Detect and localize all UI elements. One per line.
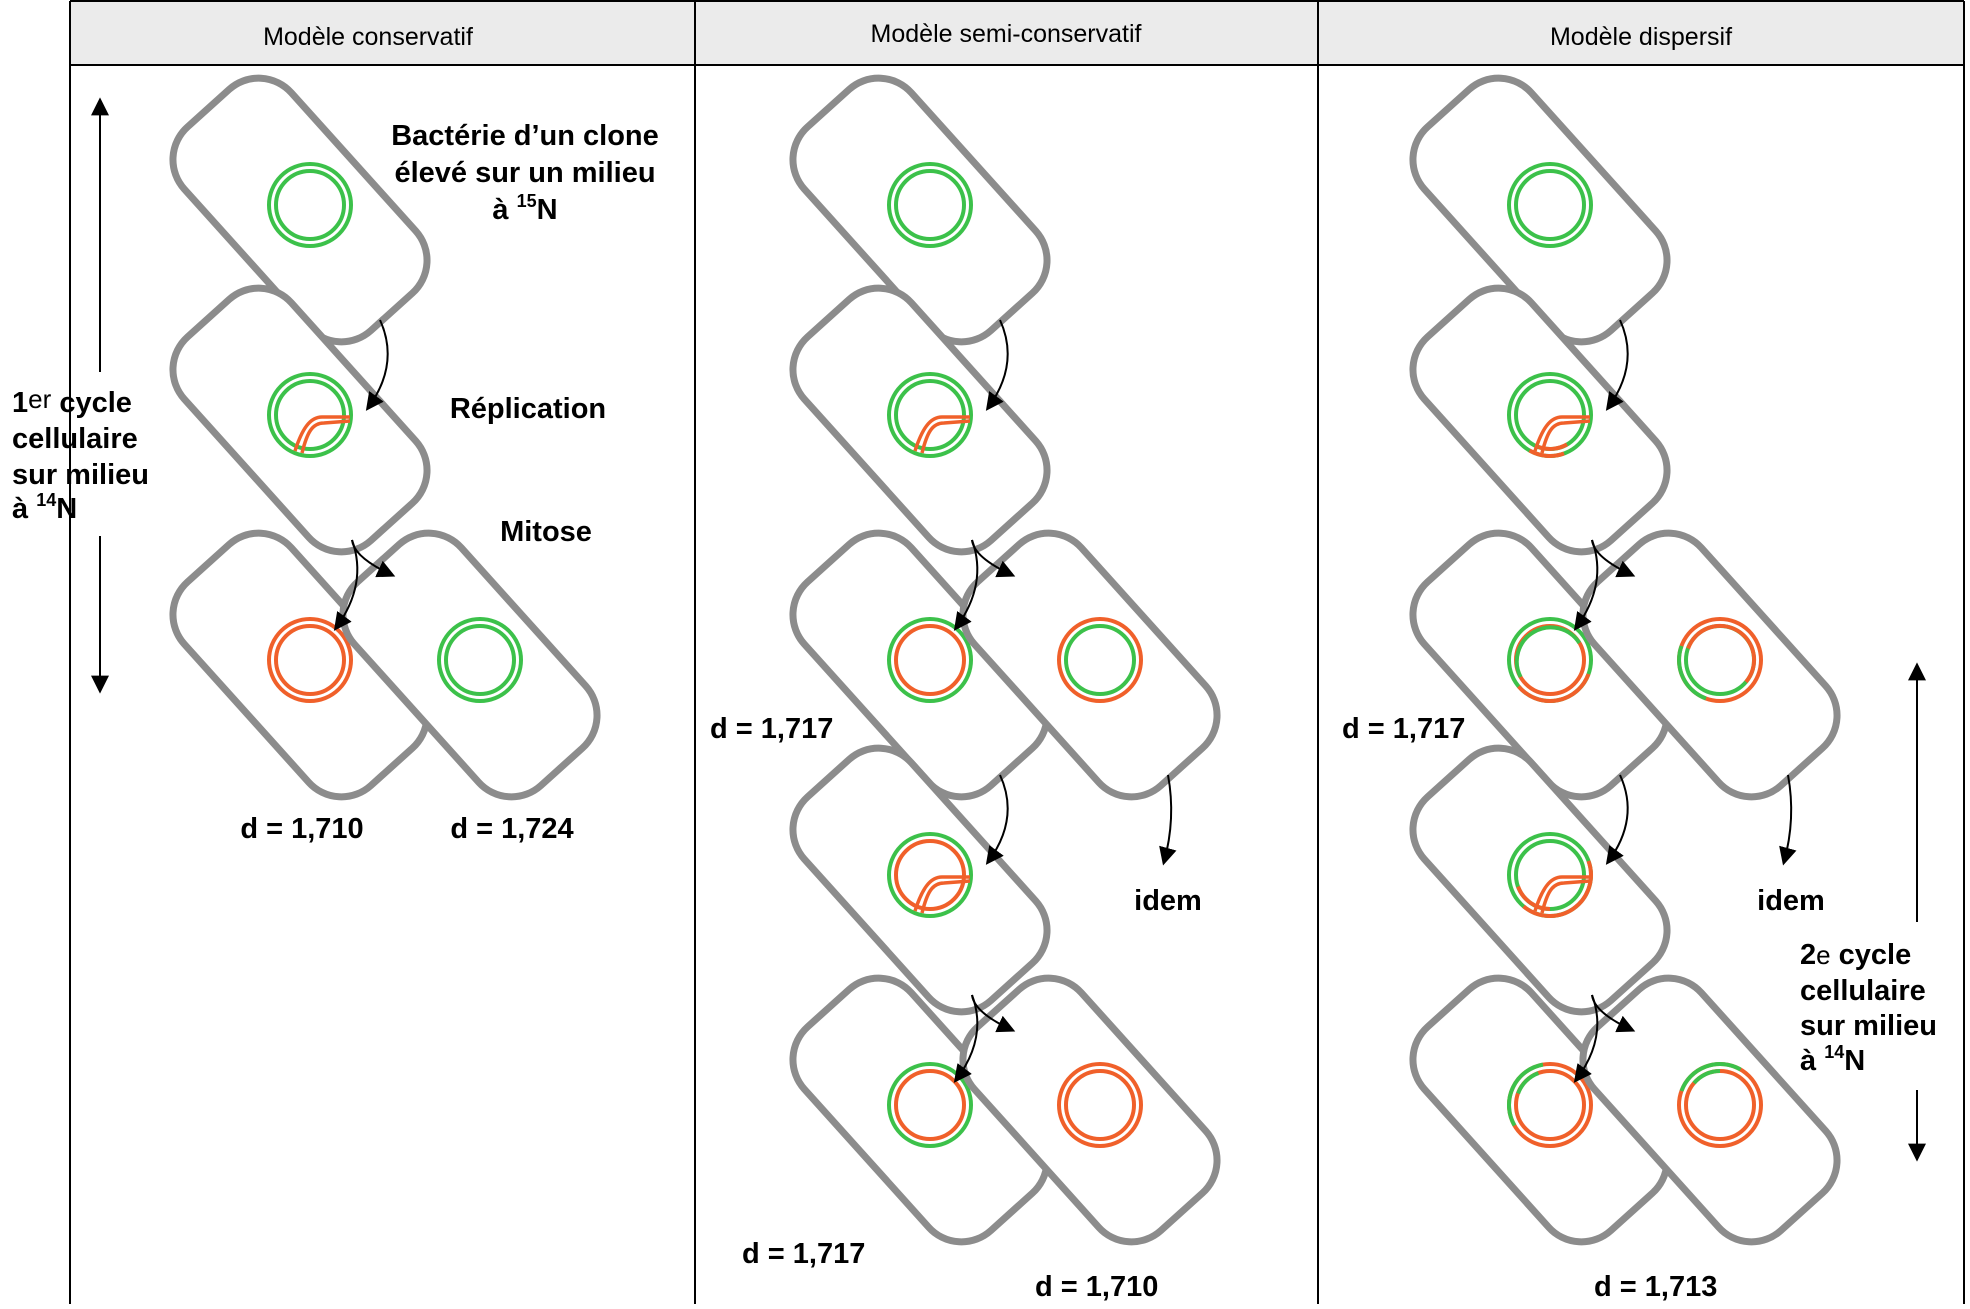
cycle2-line2: cellulaire bbox=[1800, 975, 1926, 1007]
arrow-semi-6 bbox=[971, 994, 1016, 1033]
dna-ring bbox=[887, 617, 973, 703]
arrow-semi-1 bbox=[985, 319, 1009, 411]
cell-outline bbox=[1409, 74, 1671, 346]
bacterium-semi-parent bbox=[789, 74, 1051, 346]
idem-dispersive: idem bbox=[1757, 885, 1825, 917]
dna-ring bbox=[887, 832, 973, 918]
arrow-dispersive-6 bbox=[1591, 994, 1636, 1033]
cycle1-line2: cellulaire bbox=[12, 423, 138, 455]
arrow-semi-4 bbox=[985, 774, 1009, 865]
dna-ring bbox=[887, 162, 973, 248]
clone-title-line3: à 15N bbox=[492, 191, 557, 226]
bacterium-semi-gen2-right bbox=[959, 974, 1221, 1246]
density-dispersive-gen2: d = 1,713 bbox=[1594, 1271, 1717, 1303]
arrow-conservative-1 bbox=[365, 319, 389, 411]
arrow-semi-3 bbox=[971, 539, 1016, 578]
cell-outline bbox=[959, 974, 1221, 1246]
density-dispersive-gen1: d = 1,717 bbox=[1342, 713, 1465, 745]
dna-ring bbox=[267, 617, 353, 703]
dna-ring bbox=[1507, 1062, 1593, 1148]
replication-bubble bbox=[1533, 415, 1591, 454]
cell-outline bbox=[169, 284, 431, 556]
cell-outline bbox=[789, 74, 1051, 346]
header-dispersive: Modèle dispersif bbox=[1550, 23, 1732, 51]
cell-outline bbox=[789, 744, 1051, 1016]
dna-ring bbox=[437, 617, 523, 703]
bacterium-dispersive-gen2-right bbox=[1579, 974, 1841, 1246]
mitosis-label: Mitose bbox=[500, 516, 592, 548]
dna-ring bbox=[1677, 617, 1763, 703]
cycle2-line3: sur milieu bbox=[1800, 1010, 1937, 1042]
density-semi-gen2-left: d = 1,717 bbox=[742, 1238, 865, 1270]
cycle1-line1: 1er cycle bbox=[12, 384, 132, 419]
arrow-dispersive-idem bbox=[1779, 774, 1797, 866]
cell-outline bbox=[1409, 744, 1671, 1016]
replication-bubble bbox=[1533, 875, 1591, 914]
replication-label: Réplication bbox=[450, 393, 606, 425]
cycle2-line4: à 14N bbox=[1800, 1042, 1865, 1077]
idem-semi: idem bbox=[1134, 885, 1202, 917]
bacteria-cells bbox=[169, 74, 1841, 1246]
header-row bbox=[70, 1, 1964, 65]
dna-ring bbox=[1507, 162, 1593, 248]
dna-ring bbox=[1057, 1062, 1143, 1148]
cycle1-line3: sur milieu bbox=[12, 459, 149, 491]
dna-ring bbox=[1507, 372, 1593, 458]
cycle1-line4: à 14N bbox=[12, 490, 77, 525]
bacterium-semi-replicating-2 bbox=[789, 744, 1051, 1016]
dna-ring bbox=[887, 372, 973, 458]
replication-bubble bbox=[913, 875, 971, 914]
dna-ring bbox=[887, 1062, 973, 1148]
header-semi-conservative: Modèle semi-conservatif bbox=[871, 20, 1142, 48]
cycle2-line1: 2e cycle bbox=[1800, 939, 1911, 971]
bacterium-conservative-replicating bbox=[169, 284, 431, 556]
cell-outline bbox=[789, 284, 1051, 556]
arrow-dispersive-3 bbox=[1591, 539, 1636, 578]
header-conservative: Modèle conservatif bbox=[263, 23, 473, 51]
replication-bubble bbox=[913, 415, 971, 454]
bacterium-semi-replicating bbox=[789, 284, 1051, 556]
bacterium-conservative-parent bbox=[169, 74, 431, 346]
arrow-semi-idem bbox=[1159, 774, 1177, 866]
dna-ring bbox=[1677, 1062, 1763, 1148]
cell-outline bbox=[1579, 974, 1841, 1246]
dna-ring bbox=[267, 372, 353, 458]
arrows bbox=[333, 319, 1797, 1083]
dna-ring bbox=[1057, 617, 1143, 703]
arrow-dispersive-4 bbox=[1605, 774, 1629, 865]
cell-outline bbox=[169, 74, 431, 346]
bacterium-dispersive-replicating bbox=[1409, 284, 1671, 556]
replication-bubble bbox=[293, 415, 351, 454]
density-semi-gen2-right: d = 1,710 bbox=[1035, 1271, 1158, 1303]
density-semi-gen1: d = 1,717 bbox=[710, 713, 833, 745]
density-conservative-left: d = 1,710 bbox=[240, 813, 363, 845]
dna-ring bbox=[267, 162, 353, 248]
arrow-conservative-3 bbox=[351, 539, 396, 578]
arrow-dispersive-1 bbox=[1605, 319, 1629, 411]
density-conservative-right: d = 1,724 bbox=[450, 813, 573, 845]
bacterium-dispersive-parent bbox=[1409, 74, 1671, 346]
clone-title-line2: élevé sur un milieu bbox=[394, 157, 655, 189]
clone-title-line1: Bactérie d’un clone bbox=[391, 120, 659, 152]
bacterium-dispersive-replicating-2 bbox=[1409, 744, 1671, 1016]
dna-ring bbox=[1507, 617, 1593, 703]
dna-ring bbox=[1507, 832, 1593, 918]
cell-outline bbox=[1409, 284, 1671, 556]
